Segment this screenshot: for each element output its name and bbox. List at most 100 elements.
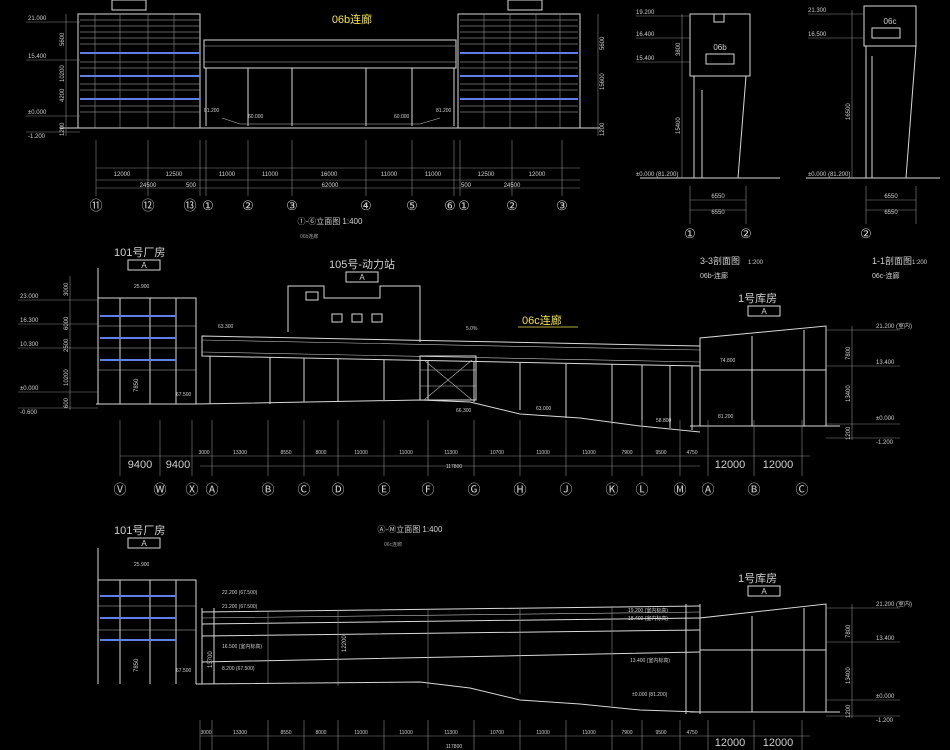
svg-text:15.400: 15.400 xyxy=(636,56,655,62)
svg-text:6550: 6550 xyxy=(711,210,725,216)
corridor-06b-label: 06b连廊 xyxy=(332,12,372,26)
svg-text:9500: 9500 xyxy=(655,730,666,736)
sloped-corridor-posts xyxy=(267,606,613,706)
elevation-06c-caption: Ⓐ-Ⓜ立面图 1:400 xyxy=(378,524,443,534)
svg-text:16500: 16500 xyxy=(846,103,852,120)
svg-text:⑤: ⑤ xyxy=(406,198,418,213)
stair-tower xyxy=(419,355,477,401)
svg-text:8.200 (67.500): 8.200 (67.500) xyxy=(222,666,255,672)
svg-text:13.400: 13.400 xyxy=(876,360,895,366)
svg-text:③: ③ xyxy=(286,198,298,213)
svg-text:①: ① xyxy=(684,226,696,241)
svg-text:11000: 11000 xyxy=(425,172,442,178)
svg-text:A: A xyxy=(141,261,147,270)
svg-text:21.200 (室内): 21.200 (室内) xyxy=(876,600,912,608)
svg-text:1200: 1200 xyxy=(846,426,852,440)
svg-text:10700: 10700 xyxy=(490,730,504,736)
svg-text:16.300: 16.300 xyxy=(20,318,39,324)
svg-text:⑬: ⑬ xyxy=(183,198,196,213)
svg-text:06c连廊: 06c连廊 xyxy=(384,541,402,548)
svg-text:63.300: 63.300 xyxy=(218,324,234,330)
svg-text:16.500 (室内标高): 16.500 (室内标高) xyxy=(222,643,262,650)
svg-text:±0.000: ±0.000 xyxy=(876,416,895,422)
svg-text:25.900: 25.900 xyxy=(134,562,150,568)
svg-text:6000: 6000 xyxy=(64,316,70,330)
svg-text:11000: 11000 xyxy=(536,730,550,736)
svg-text:5.0%: 5.0% xyxy=(466,326,478,332)
corridor-06b-posts xyxy=(205,68,455,126)
svg-text:1:200: 1:200 xyxy=(748,260,764,266)
left-building-outline xyxy=(77,13,201,129)
svg-text:4750: 4750 xyxy=(686,730,697,736)
svg-text:4750: 4750 xyxy=(686,450,697,456)
svg-text:16.500: 16.500 xyxy=(808,32,827,38)
svg-text:22.200 (67.500): 22.200 (67.500) xyxy=(222,590,258,596)
svg-text:7900: 7900 xyxy=(621,450,632,456)
elevation-06b: 06b连廊 21.000 15.400 ±0.000 -1.200 5600 1… xyxy=(26,0,606,240)
svg-text:06c: 06c xyxy=(884,17,897,26)
svg-text:11000: 11000 xyxy=(582,450,596,456)
svg-text:11300: 11300 xyxy=(444,450,458,456)
building-101-tag xyxy=(127,259,161,271)
svg-text:4200: 4200 xyxy=(60,88,66,102)
corridor-06c-label: 06c连廊 xyxy=(522,313,562,327)
svg-text:13400: 13400 xyxy=(846,385,852,402)
svg-text:②: ② xyxy=(506,198,518,213)
svg-text:Ⓓ: Ⓓ xyxy=(331,482,344,497)
svg-text:Ⓥ: Ⓥ xyxy=(113,482,126,497)
svg-text:81.200: 81.200 xyxy=(718,414,734,420)
section-3-3-levels: 19.200 16.400 15.400 ±0.000 (81.200) 380… xyxy=(636,10,690,178)
ground-profile-bottom xyxy=(195,681,701,713)
svg-text:①: ① xyxy=(202,198,214,213)
svg-text:Ⓖ: Ⓖ xyxy=(467,482,480,497)
svg-text:11000: 11000 xyxy=(262,172,279,178)
svg-text:±0.000 (81.200): ±0.000 (81.200) xyxy=(632,692,668,698)
top-left-levels: 21.000 15.400 ±0.000 -1.200 5600 10200 4… xyxy=(26,14,80,140)
svg-text:25.900: 25.900 xyxy=(134,284,150,290)
svg-text:7850: 7850 xyxy=(134,658,140,672)
section-1-1-levels: 21.300 16.500 ±0.000 (81.200) 16500 xyxy=(808,8,864,178)
svg-text:06b: 06b xyxy=(713,43,727,52)
svg-text:13700: 13700 xyxy=(208,651,214,668)
svg-text:1:200: 1:200 xyxy=(912,260,928,266)
svg-text:10200: 10200 xyxy=(64,369,70,386)
mid-axis-bubbles: Ⓥ Ⓦ Ⓧ Ⓐ Ⓑ Ⓒ Ⓓ Ⓔ Ⓕ Ⓖ Ⓗ Ⓙ Ⓚ Ⓛ Ⓜ Ⓐ Ⓑ Ⓒ xyxy=(113,482,808,497)
svg-text:60.000: 60.000 xyxy=(394,114,410,120)
top-mid-levels: 81.200 60.000 60.000 81.200 xyxy=(204,108,452,120)
svg-text:21.300: 21.300 xyxy=(808,8,827,14)
svg-text:Ⓑ: Ⓑ xyxy=(747,482,760,497)
svg-text:8550: 8550 xyxy=(280,450,291,456)
station-105-outline xyxy=(287,285,421,342)
svg-text:06b连廊: 06b连廊 xyxy=(300,233,318,240)
svg-text:②: ② xyxy=(242,198,254,213)
svg-text:±0.000: ±0.000 xyxy=(876,694,895,700)
svg-text:600: 600 xyxy=(64,397,70,408)
svg-text:500: 500 xyxy=(461,183,472,189)
svg-text:2500: 2500 xyxy=(64,338,70,352)
svg-text:06b-连廊: 06b-连廊 xyxy=(700,271,728,280)
elevation-06c: 101号厂房 A 25.900 7850 105号-动力站 A 06c连廊 5.… xyxy=(18,246,912,548)
svg-text:7800: 7800 xyxy=(846,346,852,360)
svg-text:10.300: 10.300 xyxy=(20,342,39,348)
svg-text:13.400 (室内标高): 13.400 (室内标高) xyxy=(630,657,670,664)
svg-text:Ⓦ: Ⓦ xyxy=(153,482,166,497)
svg-text:13300: 13300 xyxy=(233,450,247,456)
svg-text:3000: 3000 xyxy=(200,730,211,736)
svg-text:12200: 12200 xyxy=(342,635,348,652)
section-3-3-dims: 6550 6550 ① ② xyxy=(684,186,752,241)
warehouse-1-label: 1号库房 xyxy=(738,292,777,305)
svg-text:9400: 9400 xyxy=(166,459,190,471)
svg-text:3000: 3000 xyxy=(198,450,209,456)
svg-text:10200: 10200 xyxy=(60,65,66,82)
svg-text:5600: 5600 xyxy=(600,36,606,50)
svg-text:21.200 (室内): 21.200 (室内) xyxy=(876,322,912,330)
svg-text:12000: 12000 xyxy=(715,737,746,749)
svg-text:7850: 7850 xyxy=(134,378,140,392)
bottom-corr-levels: 22.200 (67.500) 21.200 (67.500) 16.500 (… xyxy=(208,590,670,698)
bottom-dim-chain: 3000 13300 8550 8000 11000 11000 11300 1… xyxy=(199,720,810,750)
mid-levels-text: 66.300 63.000 58.800 xyxy=(456,406,672,424)
svg-text:9500: 9500 xyxy=(655,450,666,456)
svg-text:24500: 24500 xyxy=(140,183,157,189)
svg-text:60.000: 60.000 xyxy=(248,114,264,120)
